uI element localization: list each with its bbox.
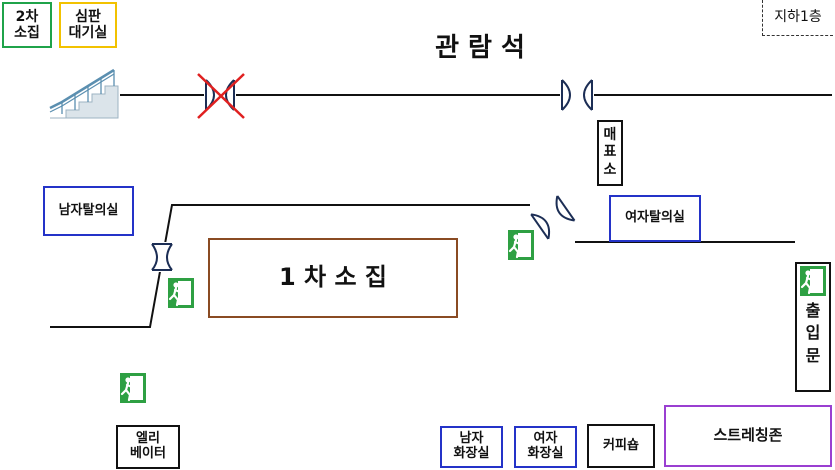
coffee-shop-box: 커피숍 — [587, 424, 655, 468]
door-icon — [529, 194, 577, 241]
mens-locker-room-box: 남자탈의실 — [43, 186, 134, 236]
judge-waiting-room-box: 심판 대기실 — [59, 2, 117, 48]
womens-restroom-box: 여자 화장실 — [514, 426, 577, 468]
second-assembly-box: 2차 소집 — [2, 2, 52, 48]
emergency-exit-icon — [120, 373, 146, 403]
stretching-zone-box: 스트레칭존 — [664, 405, 832, 467]
emergency-exit-icon — [508, 230, 534, 260]
entrance-label: 출 입 문 — [805, 301, 821, 365]
door-icon — [150, 242, 174, 272]
ticket-office-box: 매 표 소 — [597, 120, 623, 186]
mens-restroom-box: 남자 화장실 — [440, 426, 503, 468]
womens-locker-room-box: 여자탈의실 — [609, 195, 701, 242]
closed-door-icon — [197, 73, 245, 119]
emergency-exit-icon — [168, 278, 194, 308]
stairs-icon — [49, 68, 119, 119]
elevator-box: 엘리 베이터 — [116, 425, 180, 469]
door-icon — [560, 79, 594, 111]
emergency-exit-icon — [800, 266, 826, 296]
first-assembly-box: 1 차 소 집 — [208, 238, 458, 318]
entrance-box: 출 입 문 — [795, 262, 831, 392]
stands-title: 관 람 석 — [435, 33, 525, 64]
floor-label: 지하1층 — [762, 0, 833, 36]
